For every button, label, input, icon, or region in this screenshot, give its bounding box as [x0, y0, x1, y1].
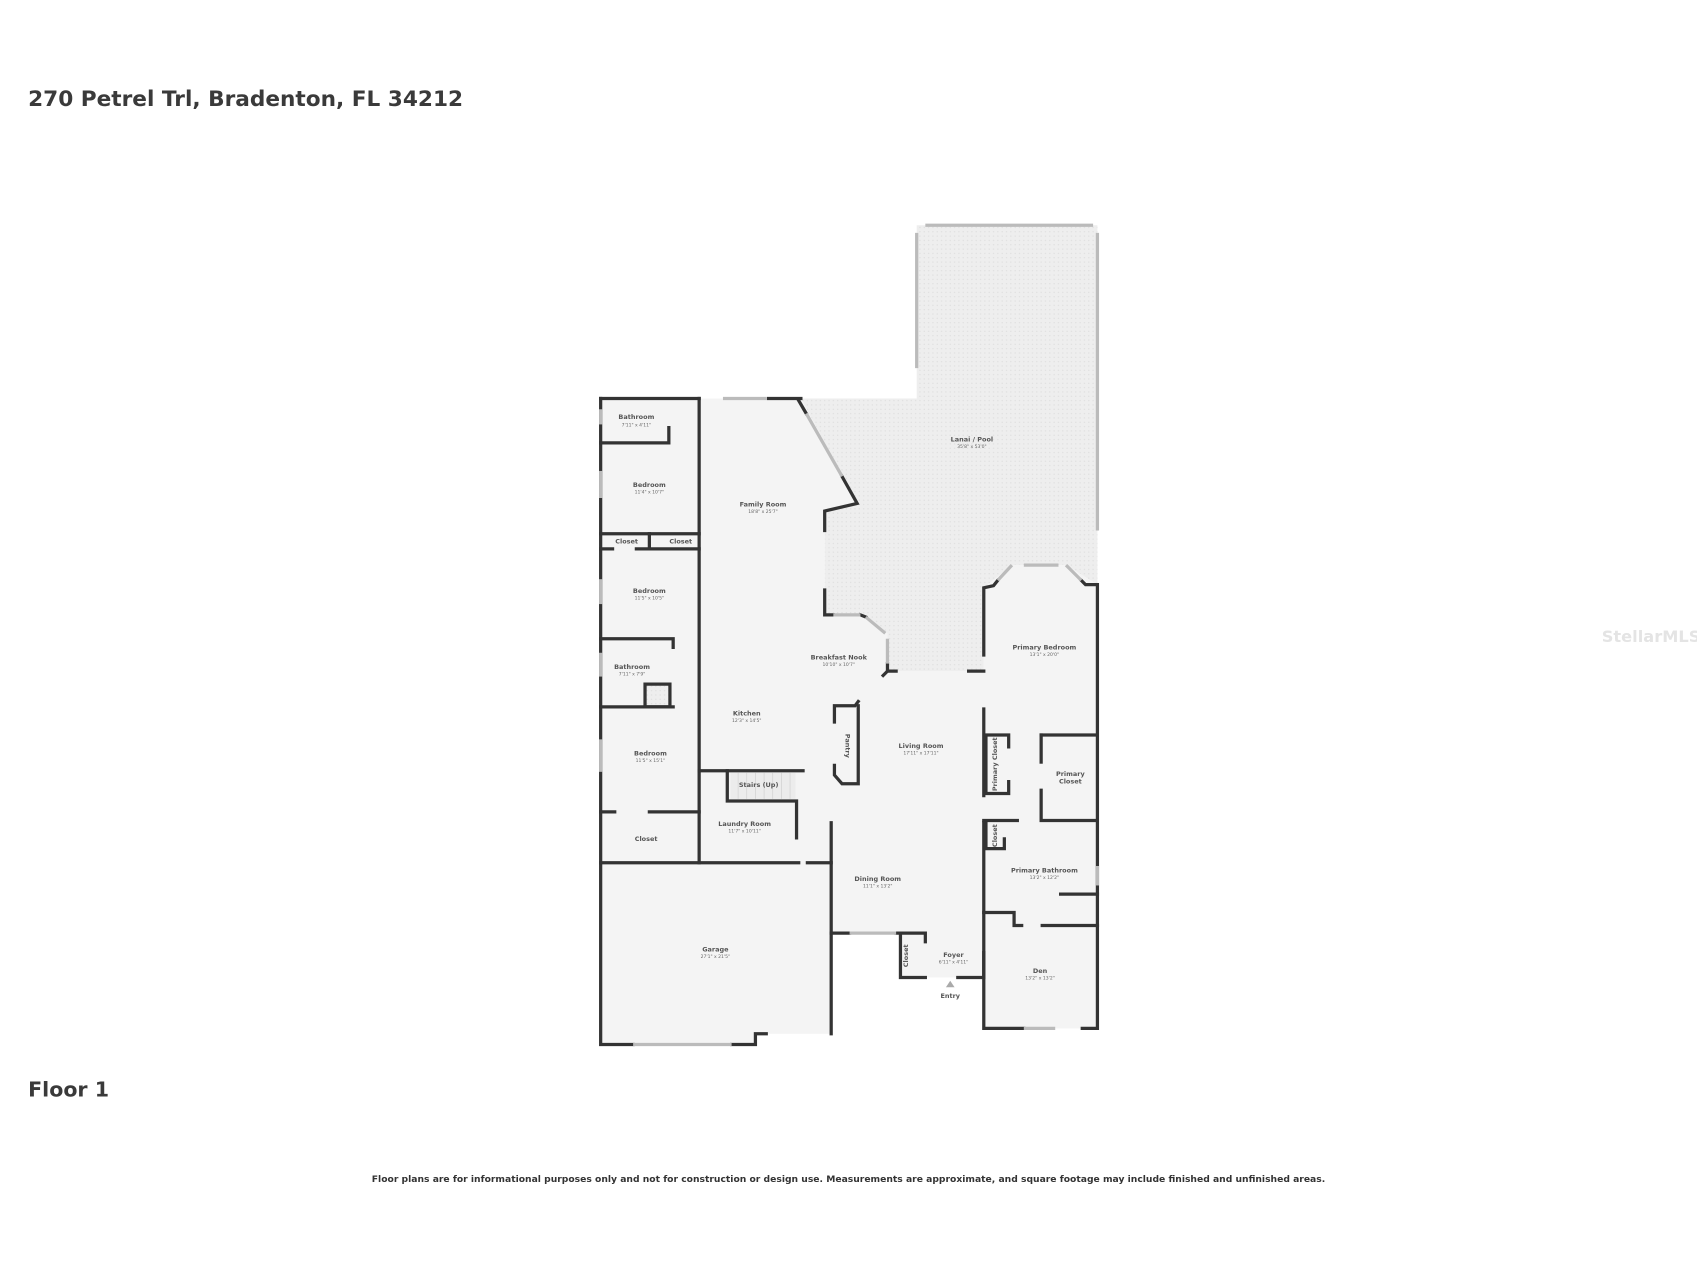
room-name: Den: [1033, 967, 1048, 975]
address-title: 270 Petrel Trl, Bradenton, FL 34212: [28, 87, 463, 112]
room-name: Primary: [1056, 770, 1086, 778]
room-dims: 27'1" x 21'5": [701, 954, 731, 960]
room-name: Closet: [635, 835, 658, 843]
windows: [599, 223, 1100, 1047]
room-name: Lanai / Pool: [951, 436, 994, 444]
room-name: Bathroom: [618, 413, 654, 421]
room-name: Stairs (Up): [739, 781, 779, 789]
room-dims: 7'11" x 7'9": [619, 672, 646, 678]
room-dims: 13'2" x 12'2": [1030, 875, 1060, 881]
room-dims: 18'8" x 25'7": [748, 509, 778, 515]
room-name: Closet: [991, 824, 999, 847]
room-dims: 11'5" x 10'5": [635, 596, 665, 602]
room-dims: 17'11" x 17'11": [903, 751, 938, 757]
room-name: Bedroom: [633, 481, 666, 489]
walls: [599, 396, 1100, 1047]
room-name: Bedroom: [633, 587, 666, 595]
room-dims: 11'7" x 10'11": [728, 828, 760, 834]
room-dims: 11'5" x 15'1": [636, 758, 666, 764]
disclaimer: Floor plans are for informational purpos…: [372, 1174, 1325, 1185]
interior-floor: [600, 398, 1098, 1045]
room-name: Closet: [1059, 778, 1082, 786]
room-name: Bedroom: [634, 750, 667, 758]
room-dims: 35'8" x 53'0": [957, 444, 987, 450]
room-name: Primary Closet: [991, 737, 999, 791]
floor-label: Floor 1: [28, 1078, 109, 1102]
room-name: Dining Room: [854, 875, 901, 883]
room-name: Bathroom: [614, 663, 650, 671]
room-name: Garage: [702, 945, 729, 953]
room-name: Breakfast Nook: [811, 653, 868, 661]
room-name: Laundry Room: [718, 820, 771, 828]
room-name: Pantry: [843, 734, 851, 759]
room-name: Foyer: [943, 951, 964, 959]
room-dims: 7'11" x 4'11": [622, 423, 652, 429]
lanai-floor: [800, 225, 1098, 672]
room-name: Closet: [669, 537, 692, 545]
room-dims: 10'10" x 10'7": [823, 662, 855, 668]
entry-arrow-icon: [945, 980, 955, 988]
room-name: Family Room: [740, 501, 787, 509]
room-name: Primary Bathroom: [1011, 866, 1078, 874]
stairs-treads: [737, 772, 791, 799]
watermark: StellarMLS: [1602, 627, 1697, 646]
room-dims: 13'2" x 13'2": [1025, 976, 1055, 982]
room-name: Kitchen: [733, 710, 761, 718]
room-name: Primary Bedroom: [1012, 644, 1076, 652]
room-dims: 6'11" x 4'11": [939, 959, 969, 965]
floor-fill: [600, 225, 1098, 1045]
room-dims: 13'1" x 20'0": [1030, 652, 1060, 658]
entry-label: Entry: [940, 992, 960, 1000]
shower-floor: [646, 685, 670, 707]
room-dims: 11'1" x 13'2": [863, 884, 893, 890]
room-dims: 11'4" x 10'7": [635, 490, 665, 496]
room-name: Closet: [615, 537, 638, 545]
room-name: Living Room: [899, 742, 944, 750]
room-name: Closet: [902, 944, 910, 967]
room-labels: Bathroom 7'11" x 4'11" Bedroom 11'4" x 1…: [614, 413, 1085, 1000]
stairs-floor: [730, 772, 796, 799]
room-dims: 12'3" x 14'5": [732, 718, 762, 724]
